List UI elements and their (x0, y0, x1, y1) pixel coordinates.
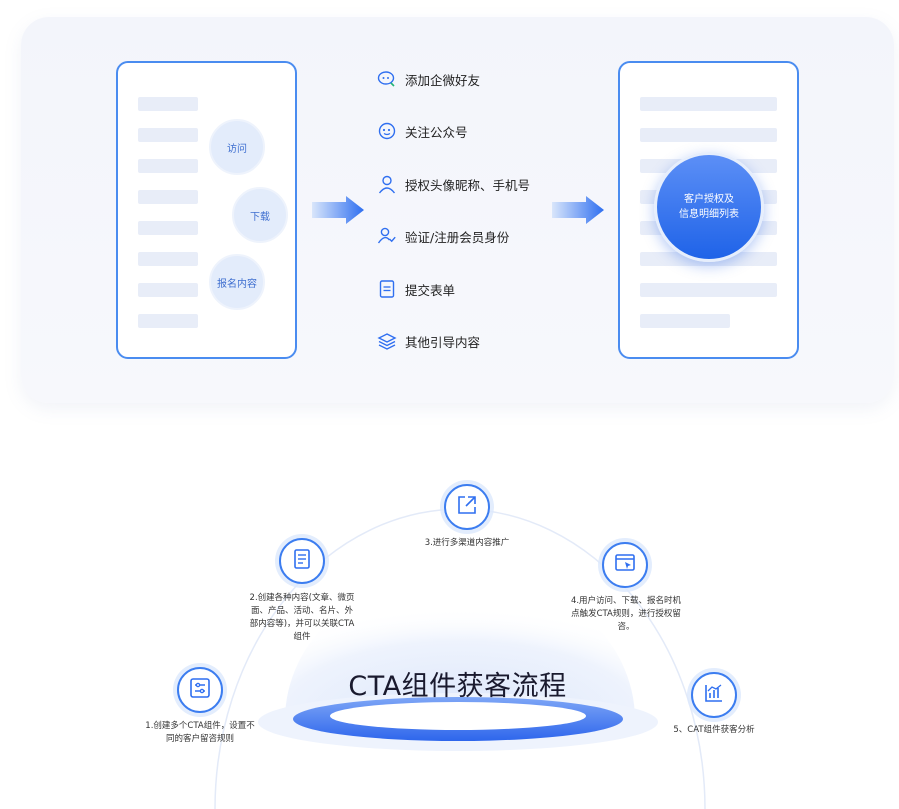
step-label: 验证/注册会员身份 (405, 229, 510, 245)
step-label: 添加企微好友 (405, 72, 481, 88)
placeholder-line (138, 128, 198, 142)
flow-caption-2: 2.创建各种内容(文章、微页面、产品、活动、名片、外部内容等)，并可以关联CTA… (249, 593, 355, 642)
circle-line2: 信息明细列表 (679, 209, 739, 220)
placeholder-line (138, 190, 198, 204)
download-bubble: 下载 (232, 187, 288, 243)
step-label: 关注公众号 (405, 124, 468, 140)
placeholder-line (640, 128, 777, 142)
placeholder-line (640, 283, 777, 297)
arrow-right-icon (552, 196, 604, 224)
step-add-wecom: 添加企微好友 (377, 68, 480, 90)
placeholder-line (640, 97, 777, 111)
flow-dome-graphic (214, 508, 706, 809)
wechat-icon (377, 69, 397, 89)
layers-icon (377, 331, 397, 351)
step-label: 提交表单 (405, 282, 456, 298)
step-submit-form: 提交表单 (377, 278, 455, 300)
step-authorize: 授权头像昵称、手机号 (377, 173, 530, 195)
form-icon (377, 279, 397, 299)
flow-node-3 (444, 484, 490, 530)
placeholder-line (138, 221, 198, 235)
official-account-icon (377, 121, 397, 141)
customer-info-circle: 客户授权及信息明细列表 (654, 152, 764, 262)
step-verify-member: 验证/注册会员身份 (377, 225, 509, 247)
flow-node-2 (279, 538, 325, 584)
settings-panel-icon (189, 677, 211, 703)
flow-title: CTA组件获客流程 (348, 671, 567, 702)
placeholder-line (640, 314, 730, 328)
flow-node-4 (602, 542, 648, 588)
step-label: 授权头像昵称、手机号 (405, 177, 531, 193)
placeholder-line (138, 283, 198, 297)
signup-label: 报名内容 (217, 278, 257, 290)
browser-click-icon (614, 552, 636, 578)
visit-bubble: 访问 (209, 119, 265, 175)
step-follow-account: 关注公众号 (377, 120, 468, 142)
flow-caption-3: 3.进行多渠道内容推广 (424, 538, 510, 548)
step-label: 其他引导内容 (405, 334, 481, 350)
analytics-icon (703, 682, 725, 708)
member-verify-icon (377, 226, 397, 246)
flow-node-1 (177, 667, 223, 713)
share-icon (456, 494, 478, 520)
placeholder-line (138, 314, 198, 328)
step-other-guide: 其他引导内容 (377, 330, 480, 352)
flow-node-5 (691, 672, 737, 718)
document-icon (291, 548, 313, 574)
flow-caption-4: 4.用户访问、下载、报名时机点触发CTA规则，进行授权留咨。 (570, 596, 682, 632)
circle-line1: 客户授权及 (684, 194, 734, 205)
signup-bubble: 报名内容 (209, 254, 265, 310)
download-label: 下载 (250, 211, 270, 223)
visit-label: 访问 (227, 143, 247, 155)
flow-caption-5: 5、CAT组件获客分析 (673, 725, 755, 735)
placeholder-line (138, 97, 198, 111)
placeholder-line (138, 252, 198, 266)
placeholder-line (138, 159, 198, 173)
flow-caption-1: 1.创建多个CTA组件，设置不同的客户留咨规则 (145, 721, 255, 744)
user-icon (377, 174, 397, 194)
arrow-right-icon (312, 196, 364, 224)
